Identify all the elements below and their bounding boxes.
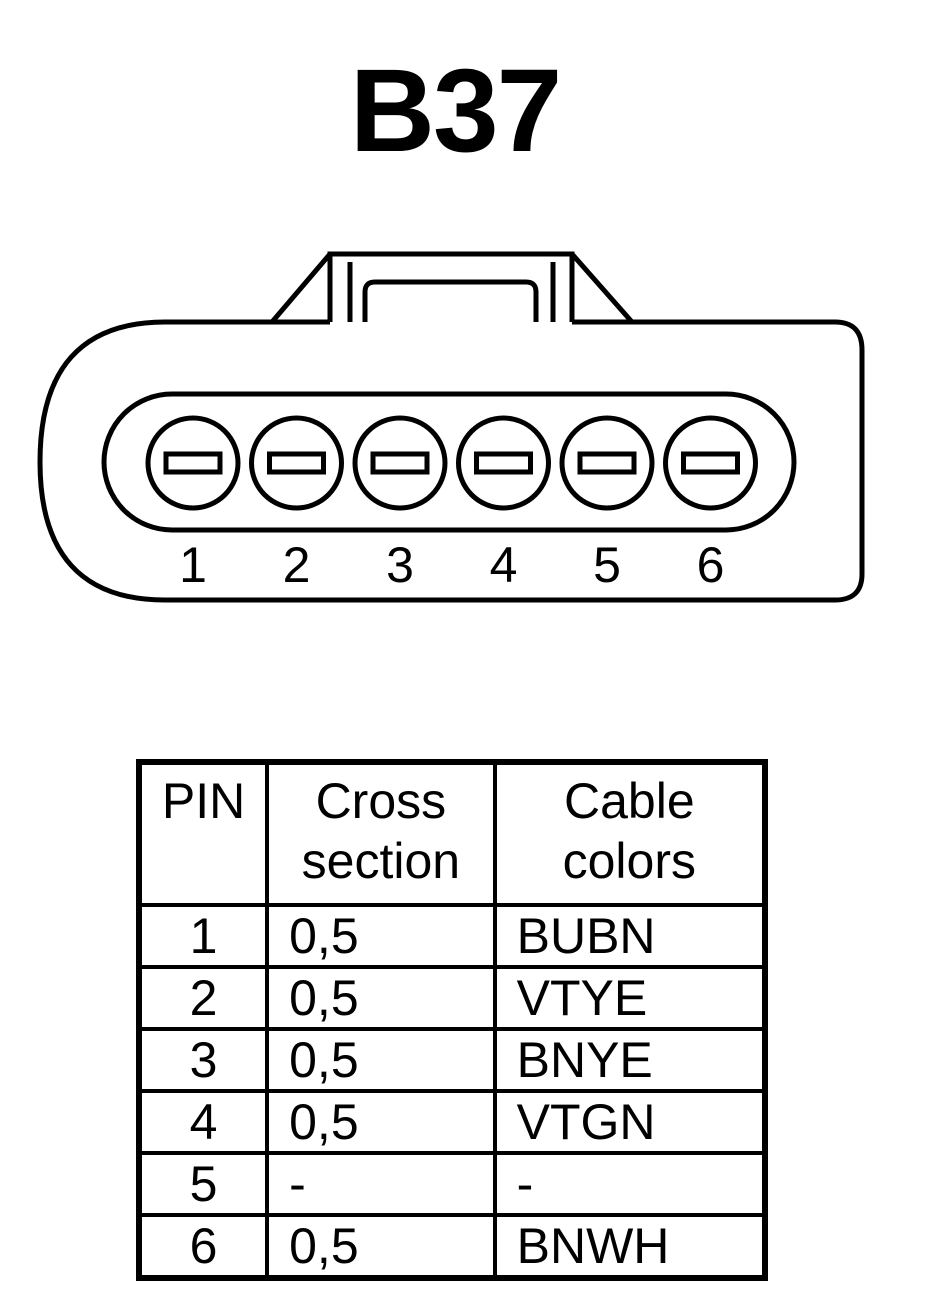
- cell-cable-color: VTGN: [492, 1089, 768, 1155]
- cell-cross-section: 0,5: [265, 965, 497, 1031]
- cell-cross-section: 0,5: [265, 1213, 497, 1280]
- cell-cable-color: BNYE: [492, 1027, 768, 1093]
- header-cable-colors: Cable colors: [492, 760, 768, 907]
- pin-number-label: 2: [283, 537, 311, 593]
- pin-number-label: 4: [490, 537, 518, 593]
- cell-cross-section: -: [265, 1151, 497, 1217]
- cell-cable-color: VTYE: [492, 965, 768, 1031]
- connector-title: B37: [349, 45, 562, 177]
- pin-terminal: [145, 415, 241, 511]
- cell-cross-section: 0,5: [265, 903, 497, 969]
- pin-terminal: [249, 415, 344, 511]
- header-cross-section: Cross section: [265, 760, 497, 907]
- connector-diagram: 1 2 3 4 5 6: [37, 251, 865, 603]
- pin-terminal: [663, 415, 758, 511]
- cell-cable-color: -: [492, 1151, 768, 1217]
- pin-terminal: [352, 415, 448, 511]
- table-row: 1 0,5 BUBN: [136, 903, 768, 969]
- cell-pin: 4: [136, 1089, 270, 1155]
- cell-pin: 3: [136, 1027, 270, 1093]
- cell-pin: 6: [136, 1213, 270, 1280]
- table-header-row: PIN Cross section Cable colors: [136, 760, 768, 907]
- pin-terminal: [559, 415, 655, 511]
- pin-labels-group: 1 2 3 4 5 6: [179, 537, 724, 593]
- cell-cable-color: BUBN: [492, 903, 768, 969]
- pin-number-label: 6: [697, 537, 725, 593]
- pin-number-label: 5: [593, 537, 621, 593]
- pin-terminal: [456, 415, 551, 511]
- cell-cross-section: 0,5: [265, 1089, 497, 1155]
- pin-number-label: 1: [179, 537, 207, 593]
- cell-pin: 5: [136, 1151, 270, 1217]
- table-row: 2 0,5 VTYE: [136, 965, 768, 1031]
- pins-group: [145, 415, 758, 511]
- table-row: 5 - -: [136, 1151, 768, 1217]
- cell-pin: 2: [136, 965, 270, 1031]
- table-row: 3 0,5 BNYE: [136, 1027, 768, 1093]
- cell-cable-color: BNWH: [492, 1213, 768, 1280]
- pin-table: PIN Cross section Cable colors 1 0,5 BUB…: [136, 759, 768, 1281]
- pin-number-label: 3: [386, 537, 414, 593]
- cell-pin: 1: [136, 903, 270, 969]
- header-pin: PIN: [136, 760, 270, 907]
- table-row: 4 0,5 VTGN: [136, 1089, 768, 1155]
- connector-latch: [270, 251, 634, 353]
- table-row: 6 0,5 BNWH: [136, 1213, 768, 1280]
- cell-cross-section: 0,5: [265, 1027, 497, 1093]
